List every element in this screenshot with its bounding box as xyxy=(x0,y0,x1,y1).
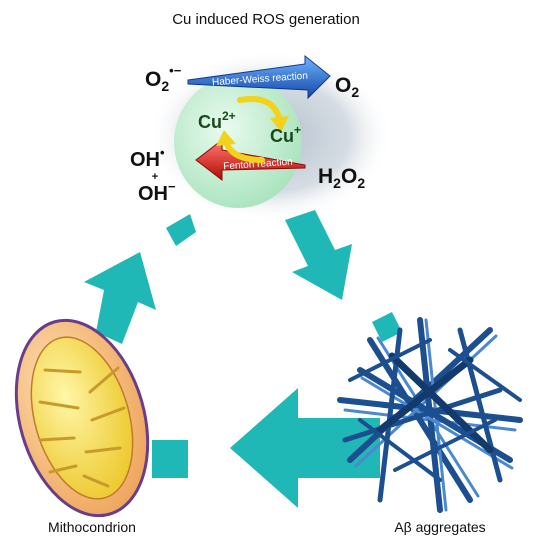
abeta-aggregate-illustration xyxy=(337,317,523,513)
cycle-arrow-to-abeta xyxy=(285,210,352,300)
cycle-arrow-to-mitochondrion xyxy=(230,388,380,508)
copper-2-label: Cu2+ xyxy=(198,109,236,132)
hydroxyl-radical-label: OH• xyxy=(130,145,165,171)
cycle-arrow-to-ros xyxy=(84,252,156,344)
fenton-label: Fenton reaction xyxy=(223,157,293,173)
copper-redox-arrows xyxy=(216,96,289,163)
copper-1-label: Cu+ xyxy=(270,123,301,146)
hydrogen-peroxide-label: H2O2 xyxy=(318,165,365,191)
ros-panel: Haber-Weiss reaction Fenton reaction O2•… xyxy=(130,50,392,222)
haber-weiss-arrow: Haber-Weiss reaction xyxy=(187,54,331,100)
cycle-arrow-mito-stub xyxy=(152,440,188,478)
mitochondrion-illustration xyxy=(14,318,150,518)
plus-sign: + xyxy=(152,171,158,183)
oxygen-label: O2 xyxy=(335,74,359,100)
cycle-arrow-abeta-stub xyxy=(372,312,402,342)
mitochondrion-cristae xyxy=(38,366,126,488)
copper-bubble xyxy=(174,76,302,208)
abeta-label: Aβ aggregates xyxy=(394,519,485,535)
superoxide-label: O2•− xyxy=(145,63,182,94)
diagram-title: Cu induced ROS generation xyxy=(172,11,360,28)
hydroxide-label: OH− xyxy=(138,179,176,205)
cycle-arrows xyxy=(84,210,402,508)
cycle-arrow-ros-stub xyxy=(166,214,196,246)
mitochondrion-label: Mithocondrion xyxy=(48,519,136,535)
